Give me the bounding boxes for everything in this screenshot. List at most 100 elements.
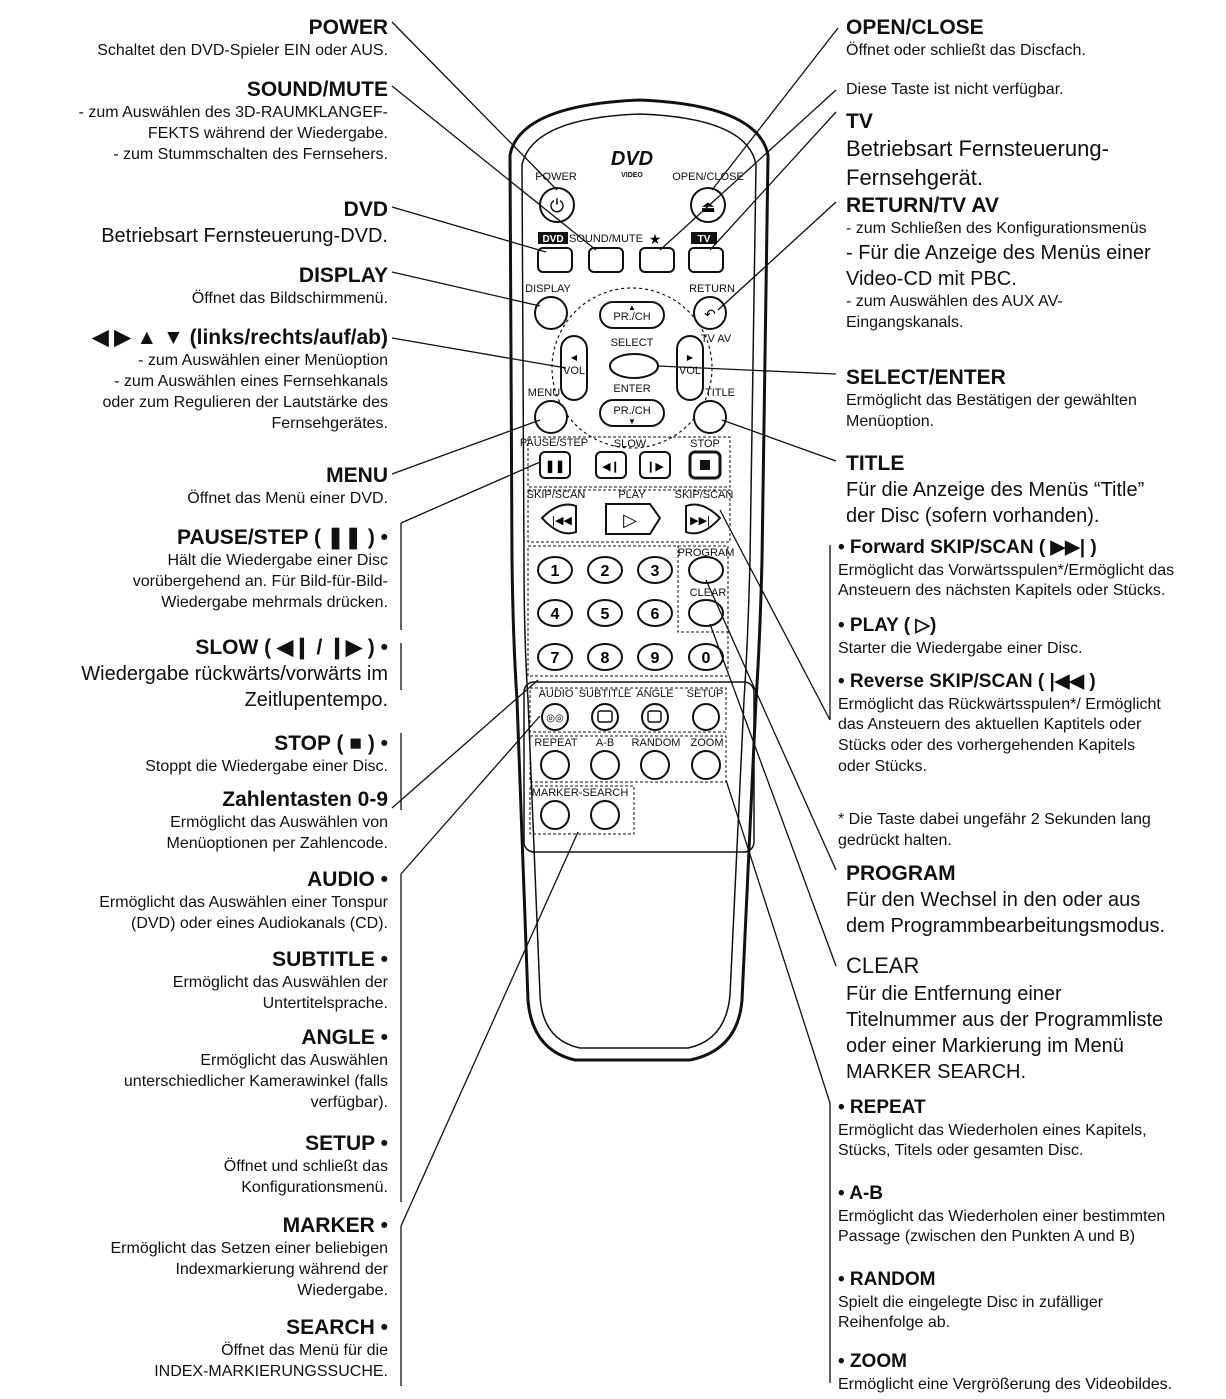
digit-1-button[interactable] [537,556,573,584]
power-desc: POWER Schaltet den DVD-Spieler EIN oder … [97,16,388,60]
ab-button[interactable] [590,750,620,780]
svg-text:AUDIO: AUDIO [539,688,574,700]
return-tv-av-desc: RETURN/TV AV - zum Schließen des Konfigu… [846,194,1151,331]
dvd-desc: DVD Betriebsart Fernsteuerung-DVD. [101,198,388,248]
svg-text:RANDOM: RANDOM [632,737,681,749]
svg-text:5: 5 [601,606,610,623]
tv-av-label: TV AV [701,333,732,345]
hold-note: * Die Taste dabei ungefähr 2 Sekunden la… [838,811,1151,849]
title-label: TITLE [705,387,735,399]
digit-5-button[interactable] [587,599,623,627]
star-desc: Diese Taste ist nicht verfügbar. [846,81,1064,98]
svg-text:SKIP/SCAN: SKIP/SCAN [527,489,586,501]
search-button[interactable] [590,800,620,830]
repeat-button[interactable] [540,750,570,780]
sound-mute-label: SOUND/MUTE [569,233,643,245]
menu-button[interactable] [534,400,568,434]
digit-3-button[interactable] [637,556,673,584]
display-desc: DISPLAY Öffnet das Bildschirmmenü. [191,264,388,308]
setup-button[interactable] [692,703,720,731]
power-icon: ⏻ [550,196,564,217]
dvd-button[interactable] [537,247,573,273]
play-icon: ▷ [623,510,637,530]
digit-9-button[interactable] [637,643,673,671]
reverse-skip-icon: |◀◀ [552,515,572,527]
svg-text:ENTER: ENTER [613,383,650,395]
reverse-skip-desc: • Reverse SKIP/SCAN ( |◀◀ ) Ermöglicht d… [838,671,1161,776]
subtitle-icon [597,710,613,723]
sound-mute-desc: SOUND/MUTE - zum Auswählen des 3D-RAUMKL… [78,78,388,163]
slow-reverse-icon: ◀❙ [602,461,620,473]
digits-desc: Zahlentasten 0-9 Ermöglicht das Auswähle… [166,788,389,853]
title-button[interactable] [693,400,727,434]
dvd-video-logo: DVD VIDEO [611,148,653,179]
slow-forward-icon: ❙▶ [646,461,664,473]
program-button[interactable] [688,556,724,584]
slow-reverse-button[interactable] [595,451,627,479]
return-icon: ↶ [704,306,716,322]
audio-desc: AUDIO • Ermöglicht das Auswählen einer T… [99,868,388,933]
svg-text:ANGLE: ANGLE [636,688,673,700]
stop-icon [700,460,710,470]
stop-desc: STOP ( ■ ) • Stoppt die Wiedergabe einer… [145,732,388,776]
digit-4-button[interactable] [537,599,573,627]
svg-text:SKIP/SCAN: SKIP/SCAN [675,489,734,501]
menu-label: MENU [528,387,560,399]
star-label: ★ [649,231,662,247]
audio-icon: ◎◎ [546,713,564,724]
forward-skip-icon: ▶▶| [690,515,710,527]
svg-text:REPEAT: REPEAT [534,737,577,749]
marker-button[interactable] [540,800,570,830]
random-desc: • RANDOM Spielt die eingelegte Disc in z… [838,1269,1104,1332]
subtitle-button[interactable] [591,703,619,731]
display-button[interactable] [534,296,568,330]
eject-icon: ⏏ [700,197,715,216]
sound-mute-button[interactable] [588,247,624,273]
slow-forward-button[interactable] [639,451,671,479]
repeat-desc: • REPEAT Ermöglicht das Wiederholen eine… [838,1097,1147,1160]
forward-skip-desc: • Forward SKIP/SCAN ( ▶▶| ) Ermöglicht d… [838,537,1175,600]
svg-text:PLAY: PLAY [618,489,646,501]
reverse-skip-button[interactable] [540,503,577,535]
subtitle-desc: SUBTITLE • Ermöglicht das Auswählen der … [172,948,388,1013]
title-desc: TITLE Für die Anzeige des Menüs “Title” … [846,452,1145,528]
search-desc: SEARCH • Öffnet das Menü für die INDEX-M… [154,1316,388,1381]
digit-7-button[interactable] [537,643,573,671]
zoom-button[interactable] [691,750,721,780]
program-desc: PROGRAM Für den Wechsel in den oder aus … [846,862,1166,938]
svg-text:VOL: VOL [679,365,701,377]
digit-2-button[interactable] [587,556,623,584]
setup-desc: SETUP • Öffnet und schließt das Konfigur… [223,1132,388,1197]
svg-text:PR./CH: PR./CH [613,311,650,323]
svg-text:DVD: DVD [611,148,653,170]
display-label: DISPLAY [525,283,571,295]
digit-6-button[interactable] [637,599,673,627]
random-button[interactable] [640,750,670,780]
audio-button[interactable] [541,703,569,731]
svg-text:▼: ▼ [628,417,636,426]
select-enter-button[interactable] [609,353,659,379]
clear-button[interactable] [688,599,724,627]
svg-text:SLOW: SLOW [614,438,647,450]
svg-text:8: 8 [601,650,610,667]
star-button[interactable] [639,247,675,273]
svg-text:SELECT: SELECT [611,337,654,349]
open-close-label: OPEN/CLOSE [672,171,744,183]
digit-8-button[interactable] [587,643,623,671]
svg-text:1: 1 [551,563,560,580]
down-button[interactable] [599,399,665,427]
pause-step-desc: PAUSE/STEP ( ❚❚ ) • Hält die Wiedergabe … [132,526,388,611]
svg-text:TV: TV [698,234,711,245]
svg-text:4: 4 [551,606,560,623]
menu-desc: MENU Öffnet das Menü einer DVD. [187,464,388,508]
arrows-desc: ◀ ▶ ▲ ▼ (links/rechts/auf/ab) - zum Ausw… [92,326,388,432]
open-close-desc: OPEN/CLOSE Öffnet oder schließt das Disc… [846,16,1086,60]
svg-text:VOL: VOL [563,365,585,377]
svg-text:▶: ▶ [687,353,694,362]
svg-text:SETUP: SETUP [687,688,724,700]
tv-button[interactable] [688,247,724,273]
play-button[interactable] [605,503,662,535]
angle-button[interactable] [641,703,669,731]
tv-desc: TV Betriebsart Fernsteuerung- Fernsehger… [846,110,1109,190]
svg-text:▲: ▲ [628,303,636,312]
